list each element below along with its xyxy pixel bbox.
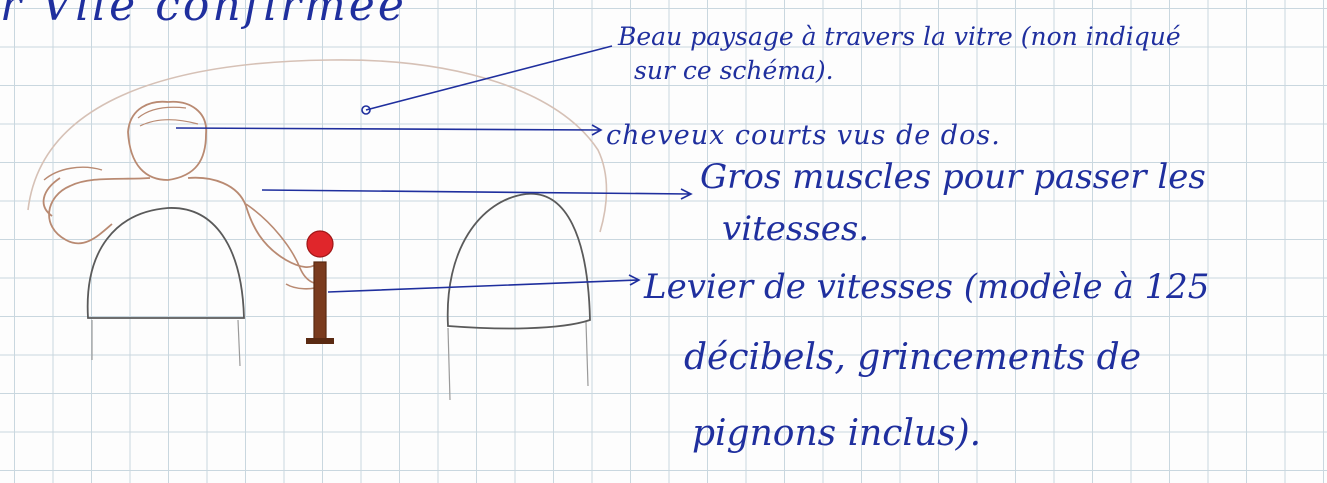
annotation-levier-line-3: pignons inclus). xyxy=(692,413,982,454)
driver-head xyxy=(127,100,207,181)
leader-lines xyxy=(175,45,693,293)
leader-paysage xyxy=(365,45,613,111)
annotation-levier-line-1: Levier de vitesses (modèle à 125 xyxy=(644,267,1210,307)
left-seat-base xyxy=(91,319,241,367)
page-heading: r Vile confirmee xyxy=(0,0,407,31)
leader-levier xyxy=(327,274,641,293)
driver-hair xyxy=(137,106,199,127)
annotation-muscles-line-2: vitesses. xyxy=(722,209,870,249)
leader-cheveux xyxy=(175,124,603,136)
annotation-cheveux: cheveux courts vus de dos. xyxy=(606,120,1001,151)
annotation-paysage-line-2: sur ce schéma). xyxy=(634,56,834,85)
leader-paysage-dot xyxy=(361,105,371,115)
gear-lever-base xyxy=(306,338,334,344)
driver-left-shoulder xyxy=(43,166,103,181)
left-seat xyxy=(86,207,245,319)
windscreen-outline xyxy=(27,59,608,233)
right-seat xyxy=(446,193,591,330)
gear-lever-knob xyxy=(306,230,334,258)
annotation-levier-line-2: décibels, grincements de xyxy=(684,337,1142,378)
annotation-muscles-line-1: Gros muscles pour passer les xyxy=(700,157,1206,197)
annotation-paysage-line-1: Beau paysage à travers la vitre (non ind… xyxy=(618,22,1181,51)
right-seat-base xyxy=(447,321,589,401)
gear-lever-stick xyxy=(313,261,327,343)
driver-body xyxy=(42,176,319,268)
leader-muscles xyxy=(261,188,693,200)
